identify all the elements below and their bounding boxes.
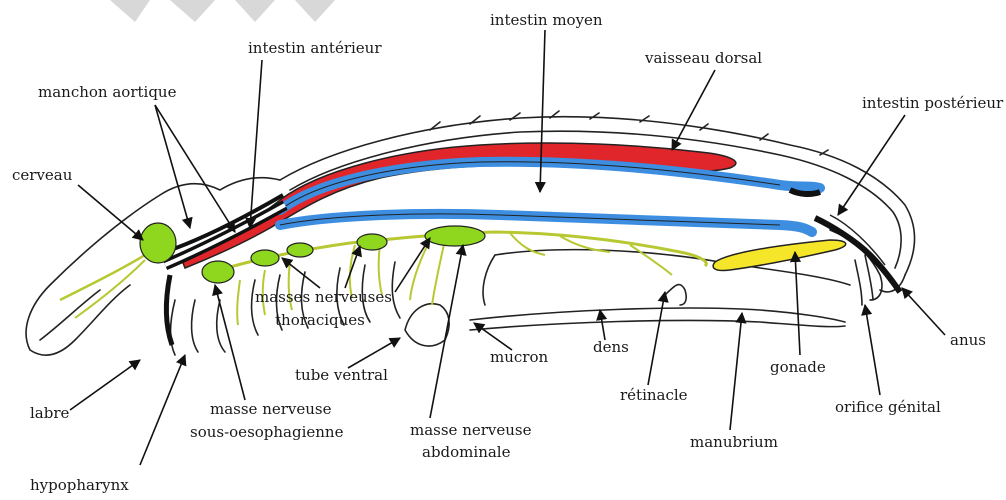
label-mucron: mucron xyxy=(490,348,548,366)
mouthparts xyxy=(166,275,172,345)
watermark-blobs xyxy=(110,0,335,22)
label-tube-ventral: tube ventral xyxy=(295,366,388,384)
label-cerveau: cerveau xyxy=(12,166,73,184)
label-retinacle: rétinacle xyxy=(620,386,688,404)
label-masse-sous-2: sous-oesophagienne xyxy=(190,423,344,441)
label-masse-abdo-2: abdominale xyxy=(422,443,511,461)
subesophageal-mass xyxy=(202,261,234,283)
label-masses-nerveuses: masses nerveuses xyxy=(255,288,392,306)
brain xyxy=(140,223,176,263)
label-hypopharynx: hypopharynx xyxy=(30,476,129,494)
label-gonade: gonade xyxy=(770,358,826,376)
label-thoraciques: thoraciques xyxy=(275,311,365,329)
label-manchon-aortique: manchon aortique xyxy=(38,83,177,101)
abdominal-mass xyxy=(425,226,485,246)
thoracic-mass-1 xyxy=(251,250,279,266)
label-orifice-genital: orifice génital xyxy=(835,398,941,416)
thoracic-mass-3 xyxy=(357,234,387,250)
label-vaisseau-dorsal: vaisseau dorsal xyxy=(644,49,762,67)
label-anus: anus xyxy=(950,331,986,349)
label-intestin-anterieur: intestin antérieur xyxy=(248,39,382,57)
label-intestin-posterieur: intestin postérieur xyxy=(862,94,1004,112)
label-labre: labre xyxy=(30,404,70,422)
label-intestin-moyen: intestin moyen xyxy=(490,11,603,29)
label-masse-sous-1: masse nerveuse xyxy=(210,400,332,418)
label-dens: dens xyxy=(593,338,629,356)
gonad xyxy=(713,240,846,271)
intestine xyxy=(280,162,820,232)
label-masse-abdo-1: masse nerveuse xyxy=(410,421,532,439)
thoracic-mass-2 xyxy=(287,243,313,257)
label-manubrium: manubrium xyxy=(690,433,778,451)
